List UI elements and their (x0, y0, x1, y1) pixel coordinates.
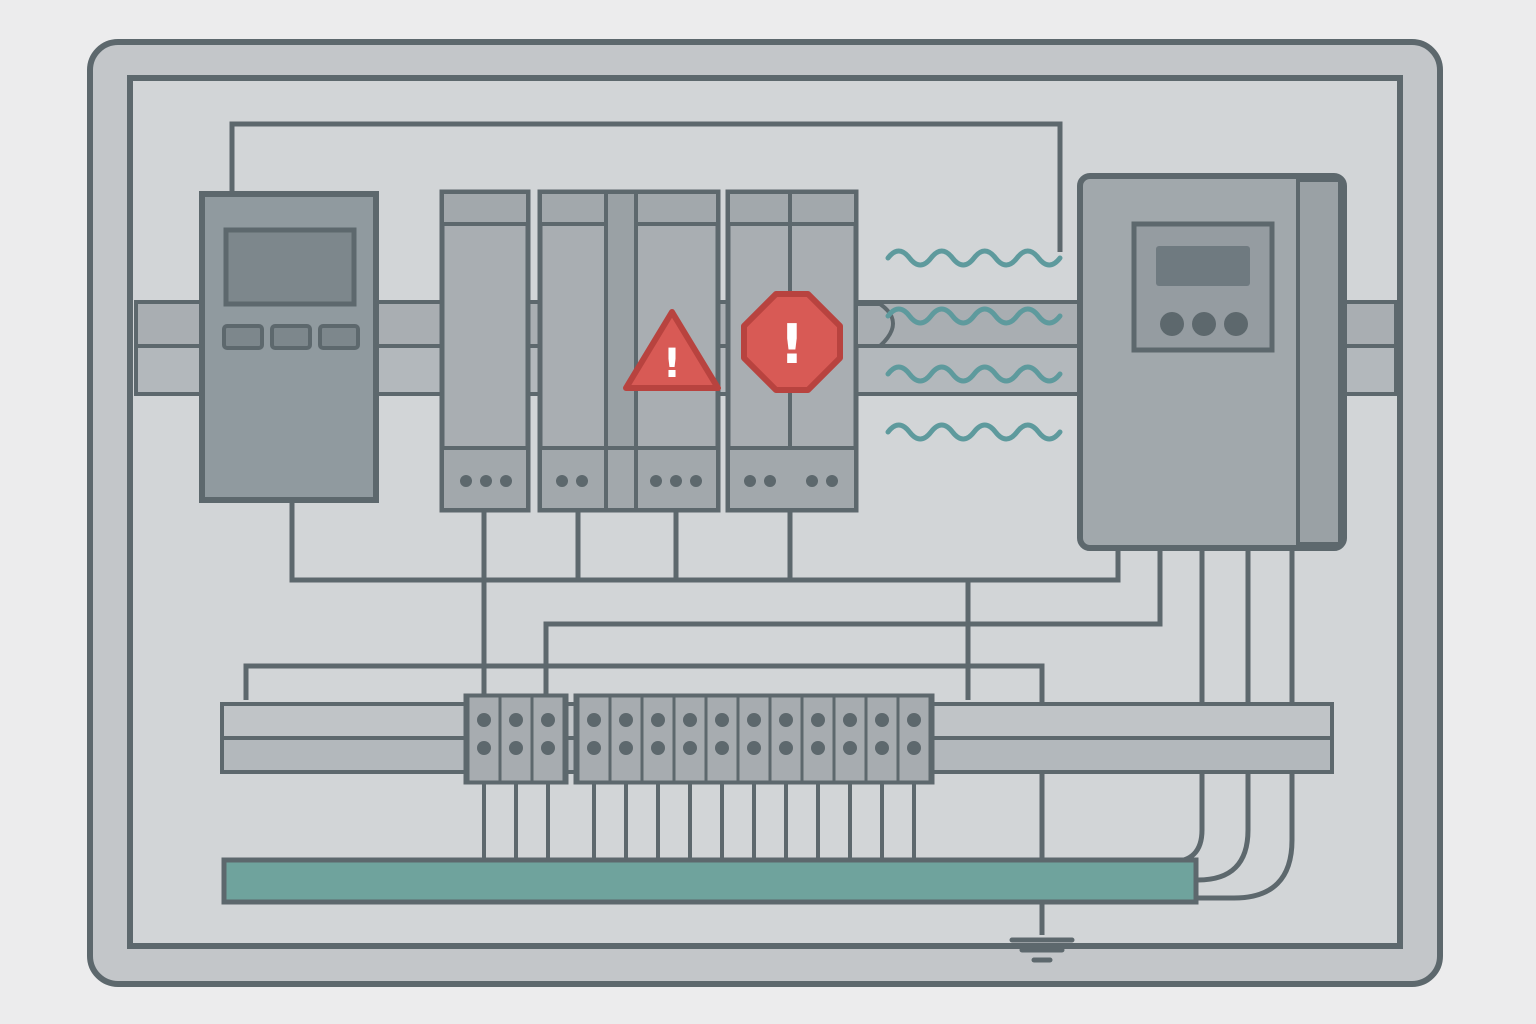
warning-triangle-glyph: ! (663, 341, 681, 387)
controller-unit (199, 191, 379, 503)
terminal-block (640, 694, 676, 784)
drive-button-1 (1160, 312, 1184, 336)
noise-wave-icon (885, 306, 1063, 326)
wire-ground-loop (243, 663, 1045, 935)
wire-top-loop (229, 121, 1063, 252)
terminal-block (466, 694, 502, 784)
terminal-block (704, 694, 740, 784)
warning-triangle-icon: ! (623, 309, 721, 391)
terminal-block (800, 694, 836, 784)
drive-cable-3 (1198, 546, 1295, 901)
drive-button-2 (1192, 312, 1216, 336)
terminal-block (864, 694, 900, 784)
terminal-block (530, 694, 566, 784)
controller-button-3 (318, 324, 360, 350)
wiring (229, 121, 1295, 935)
noise-wave-icon (885, 248, 1063, 268)
io-module-b (537, 189, 721, 513)
controller-button-1 (222, 324, 264, 350)
wire-controller-bus (289, 500, 1121, 583)
electrical-noise-waves (885, 248, 1063, 442)
frequency-drive-unit (1077, 173, 1347, 551)
terminal-block (768, 694, 804, 784)
terminal-block-group-left (463, 693, 569, 785)
terminal-block (576, 694, 612, 784)
terminal-block (736, 694, 772, 784)
drive-display (1156, 246, 1250, 286)
noise-wave-icon (885, 422, 1063, 442)
terminal-block-group-right (573, 693, 935, 785)
terminal-block (608, 694, 644, 784)
alert-octagon-icon: ! (741, 291, 843, 393)
din-rail-end-stub (858, 302, 895, 348)
terminal-block (672, 694, 708, 784)
controller-button-2 (270, 324, 312, 350)
terminal-block (832, 694, 868, 784)
terminal-block (896, 694, 932, 784)
ground-bus-bar (221, 857, 1199, 905)
controller-display (223, 227, 357, 307)
ground-symbol-icon (1009, 937, 1075, 963)
io-module-a (439, 189, 531, 513)
drive-button-3 (1224, 312, 1248, 336)
terminal-block (498, 694, 534, 784)
drive-cable-2 (1197, 546, 1251, 883)
terminal-drop-wires (482, 782, 916, 860)
noise-wave-icon (885, 364, 1063, 384)
warning-octagon-glyph: ! (780, 313, 805, 376)
wire-drive-signal (543, 546, 1163, 700)
